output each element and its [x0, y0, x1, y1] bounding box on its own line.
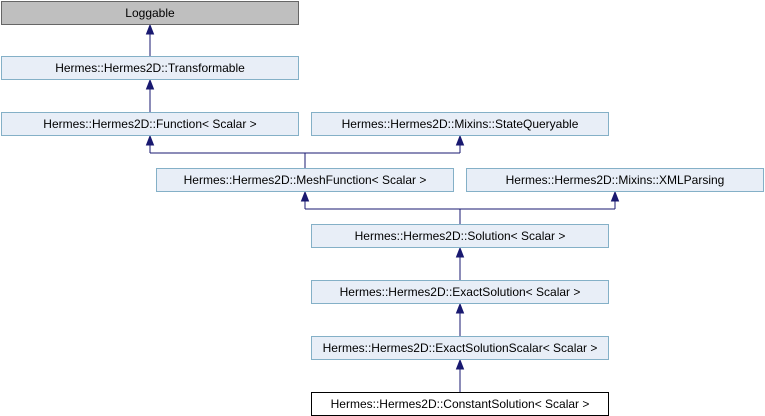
node-transformable[interactable]: Hermes::Hermes2D::Transformable	[1, 56, 299, 80]
node-solution[interactable]: Hermes::Hermes2D::Solution< Scalar >	[311, 224, 609, 248]
arrowhead-xml-parsing	[610, 190, 620, 202]
arrowhead-transformable	[145, 78, 155, 90]
node-mesh-function[interactable]: Hermes::Hermes2D::MeshFunction< Scalar >	[156, 168, 454, 192]
node-state-queryable[interactable]: Hermes::Hermes2D::Mixins::StateQueryable	[311, 112, 609, 136]
arrowhead-mesh-function	[300, 190, 310, 202]
arrowhead-solution	[455, 246, 465, 258]
arrowhead-state-queryable	[455, 134, 465, 146]
node-exact-solution-scalar[interactable]: Hermes::Hermes2D::ExactSolutionScalar< S…	[311, 336, 609, 360]
node-constant-solution: Hermes::Hermes2D::ConstantSolution< Scal…	[311, 392, 609, 416]
arrowhead-loggable	[145, 23, 155, 35]
node-function[interactable]: Hermes::Hermes2D::Function< Scalar >	[1, 112, 299, 136]
arrowhead-exact-solution-scalar	[455, 358, 465, 370]
arrowhead-exact-solution	[455, 302, 465, 314]
arrowhead-function	[145, 134, 155, 146]
node-loggable: Loggable	[1, 1, 299, 25]
node-xml-parsing[interactable]: Hermes::Hermes2D::Mixins::XMLParsing	[466, 168, 764, 192]
node-exact-solution[interactable]: Hermes::Hermes2D::ExactSolution< Scalar …	[311, 280, 609, 304]
